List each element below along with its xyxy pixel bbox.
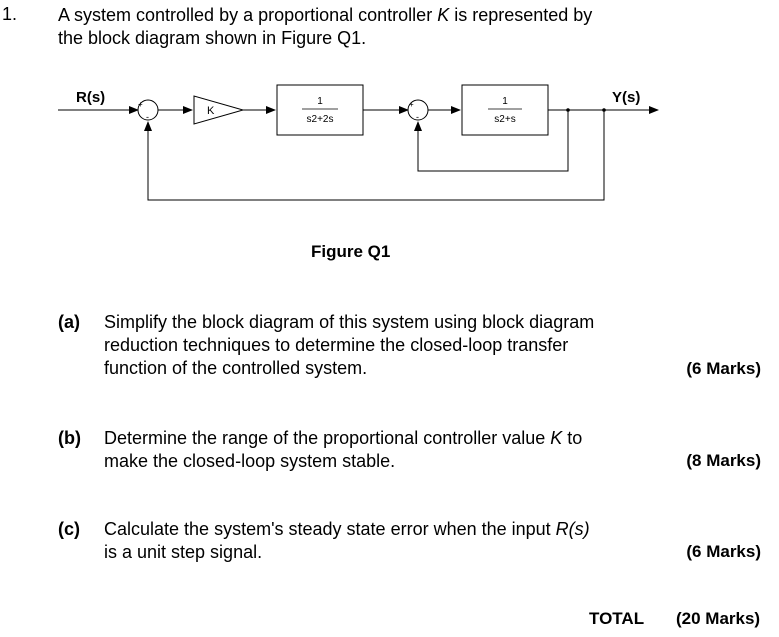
plant2-numerator: 1 bbox=[502, 96, 508, 107]
part-c-var-rs: R(s) bbox=[555, 519, 590, 539]
part-b-label: (b) bbox=[58, 428, 81, 448]
sum2-plus-sign: + bbox=[409, 100, 414, 109]
inner-feedback-path bbox=[414, 110, 569, 172]
part-b-line-1: Determine the range of the proportional … bbox=[104, 427, 664, 450]
part-a-text: Simplify the block diagram of this syste… bbox=[104, 311, 664, 380]
part-b-line-2: make the closed-loop system stable. bbox=[104, 451, 396, 471]
summing-junction-1: + - bbox=[137, 99, 159, 122]
part-a-marks: (6 Marks) bbox=[686, 359, 761, 378]
summing-junction-2: + - bbox=[407, 99, 429, 122]
intro-var-k: K bbox=[437, 5, 450, 25]
total-marks: (20 Marks) bbox=[676, 609, 761, 628]
part-b-text: Determine the range of the proportional … bbox=[104, 427, 664, 473]
question-number: 1. bbox=[2, 4, 18, 24]
sum1-plus-sign: + bbox=[138, 100, 143, 109]
intro-line-1: A system controlled by a proportional co… bbox=[58, 4, 698, 27]
total-label: TOTAL bbox=[589, 609, 645, 628]
intro-text-1a: A system controlled by a proportional co… bbox=[58, 5, 438, 25]
part-c-text: Calculate the system's steady state erro… bbox=[104, 518, 664, 564]
question-intro: A system controlled by a proportional co… bbox=[58, 4, 698, 50]
part-a-line-2: reduction techniques to determine the cl… bbox=[104, 335, 569, 355]
block-diagram: R(s) Y(s) + - K 1 s2+2s + - 1 s2+s bbox=[58, 84, 659, 201]
plant1-numerator: 1 bbox=[317, 96, 323, 107]
plant-1-block: 1 s2+2s bbox=[276, 84, 364, 136]
plant2-denominator: s2+s bbox=[494, 114, 515, 125]
part-a-line-3: function of the controlled system. bbox=[104, 358, 368, 378]
plant1-denominator: s2+2s bbox=[307, 114, 334, 125]
part-b-marks: (8 Marks) bbox=[686, 451, 761, 470]
part-c-line-1: Calculate the system's steady state erro… bbox=[104, 518, 664, 541]
figure-caption: Figure Q1 bbox=[311, 242, 391, 261]
intro-text-1b: is represented by bbox=[449, 5, 593, 25]
part-c-label: (c) bbox=[58, 519, 80, 539]
part-b-text-1a: Determine the range of the proportional … bbox=[104, 428, 551, 448]
controller-gain-label: K bbox=[207, 105, 215, 117]
intro-line-2: the block diagram shown in Figure Q1. bbox=[58, 28, 367, 48]
part-c-line-2: is a unit step signal. bbox=[104, 542, 263, 562]
part-a-label: (a) bbox=[58, 312, 80, 332]
plant-2-block: 1 s2+s bbox=[461, 84, 549, 136]
input-label: R(s) bbox=[76, 89, 105, 106]
part-c-marks: (6 Marks) bbox=[686, 542, 761, 561]
sum1-minus-sign: - bbox=[146, 112, 149, 122]
sum2-minus-sign: - bbox=[416, 112, 419, 122]
outer-takeoff-point bbox=[602, 108, 606, 112]
output-label: Y(s) bbox=[612, 89, 640, 106]
part-a-line-1: Simplify the block diagram of this syste… bbox=[104, 312, 595, 332]
part-b-text-1b: to bbox=[562, 428, 583, 448]
controller-gain-block: K bbox=[193, 95, 245, 125]
inner-takeoff-point bbox=[566, 108, 570, 112]
outer-feedback-path bbox=[144, 110, 605, 201]
part-c-text-1a: Calculate the system's steady state erro… bbox=[104, 519, 556, 539]
part-b-var-k: K bbox=[550, 428, 563, 448]
